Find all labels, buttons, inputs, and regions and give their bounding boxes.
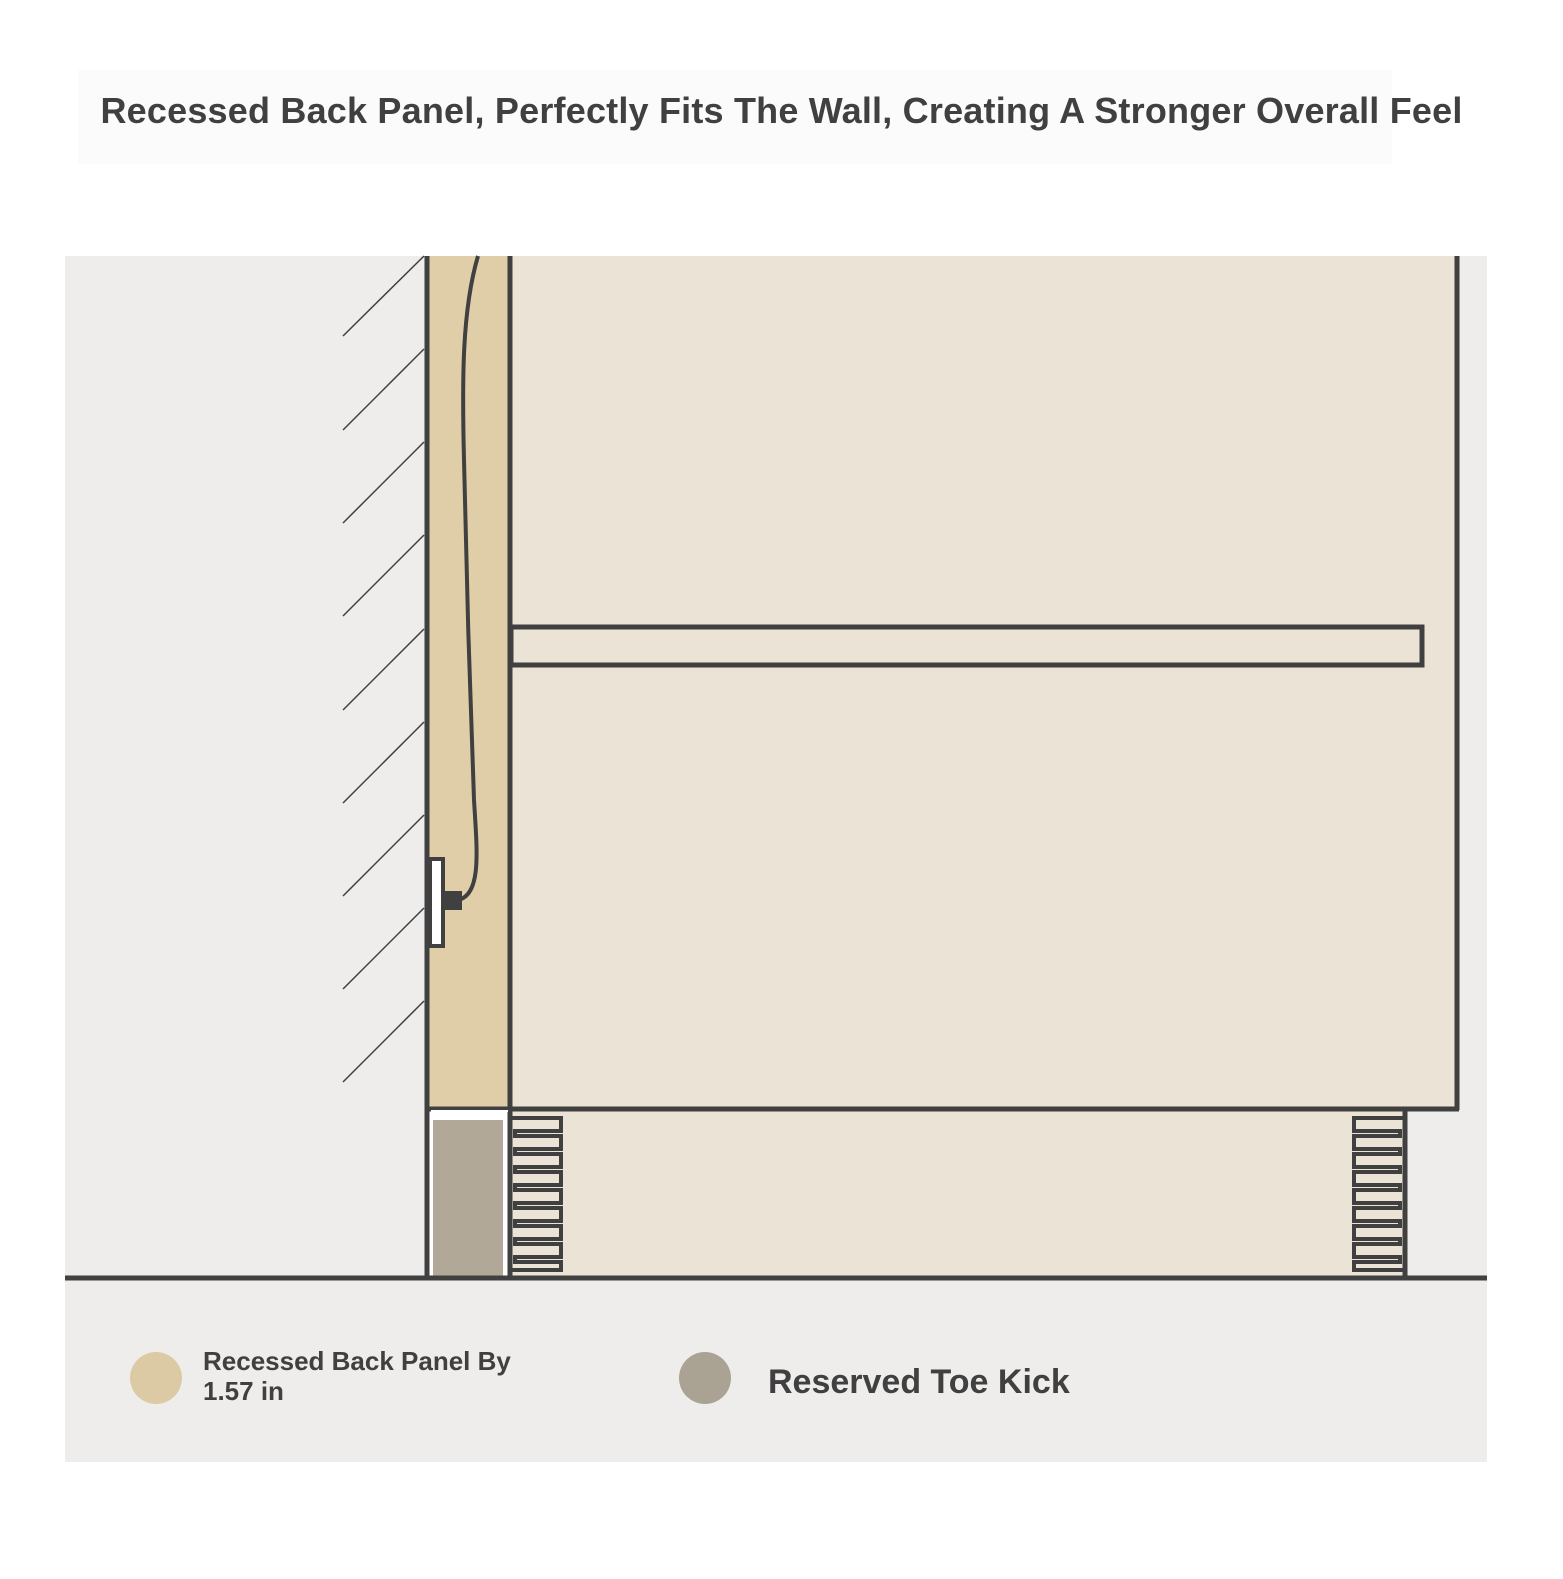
right-leg bbox=[1352, 1116, 1403, 1272]
legend-swatch-toe-kick bbox=[679, 1352, 731, 1404]
diagram-title: Recessed Back Panel, Perfectly Fits The … bbox=[100, 90, 1463, 131]
legend-swatch-back-panel bbox=[130, 1352, 182, 1404]
wall-hatching bbox=[342, 255, 425, 1083]
legend-label-toe-kick: Reserved Toe Kick bbox=[768, 1363, 1070, 1401]
cabinet-body bbox=[510, 256, 1457, 1109]
legend-label-back-panel: Recessed Back Panel By 1.57 in bbox=[203, 1346, 563, 1406]
plug-head bbox=[443, 891, 462, 910]
shelf bbox=[508, 624, 1425, 668]
legend-label-back-panel-line1: Recessed Back Panel By bbox=[203, 1346, 511, 1376]
cabinet-outlines bbox=[424, 256, 1460, 1278]
left-leg bbox=[512, 1116, 563, 1272]
wall-outlet bbox=[428, 857, 445, 948]
cabinet-plinth bbox=[510, 1109, 1405, 1277]
reserved-toe-kick bbox=[433, 1120, 503, 1277]
power-cable bbox=[457, 255, 480, 902]
legend-label-back-panel-line2: 1.57 in bbox=[203, 1376, 284, 1406]
title-band bbox=[78, 70, 1392, 164]
